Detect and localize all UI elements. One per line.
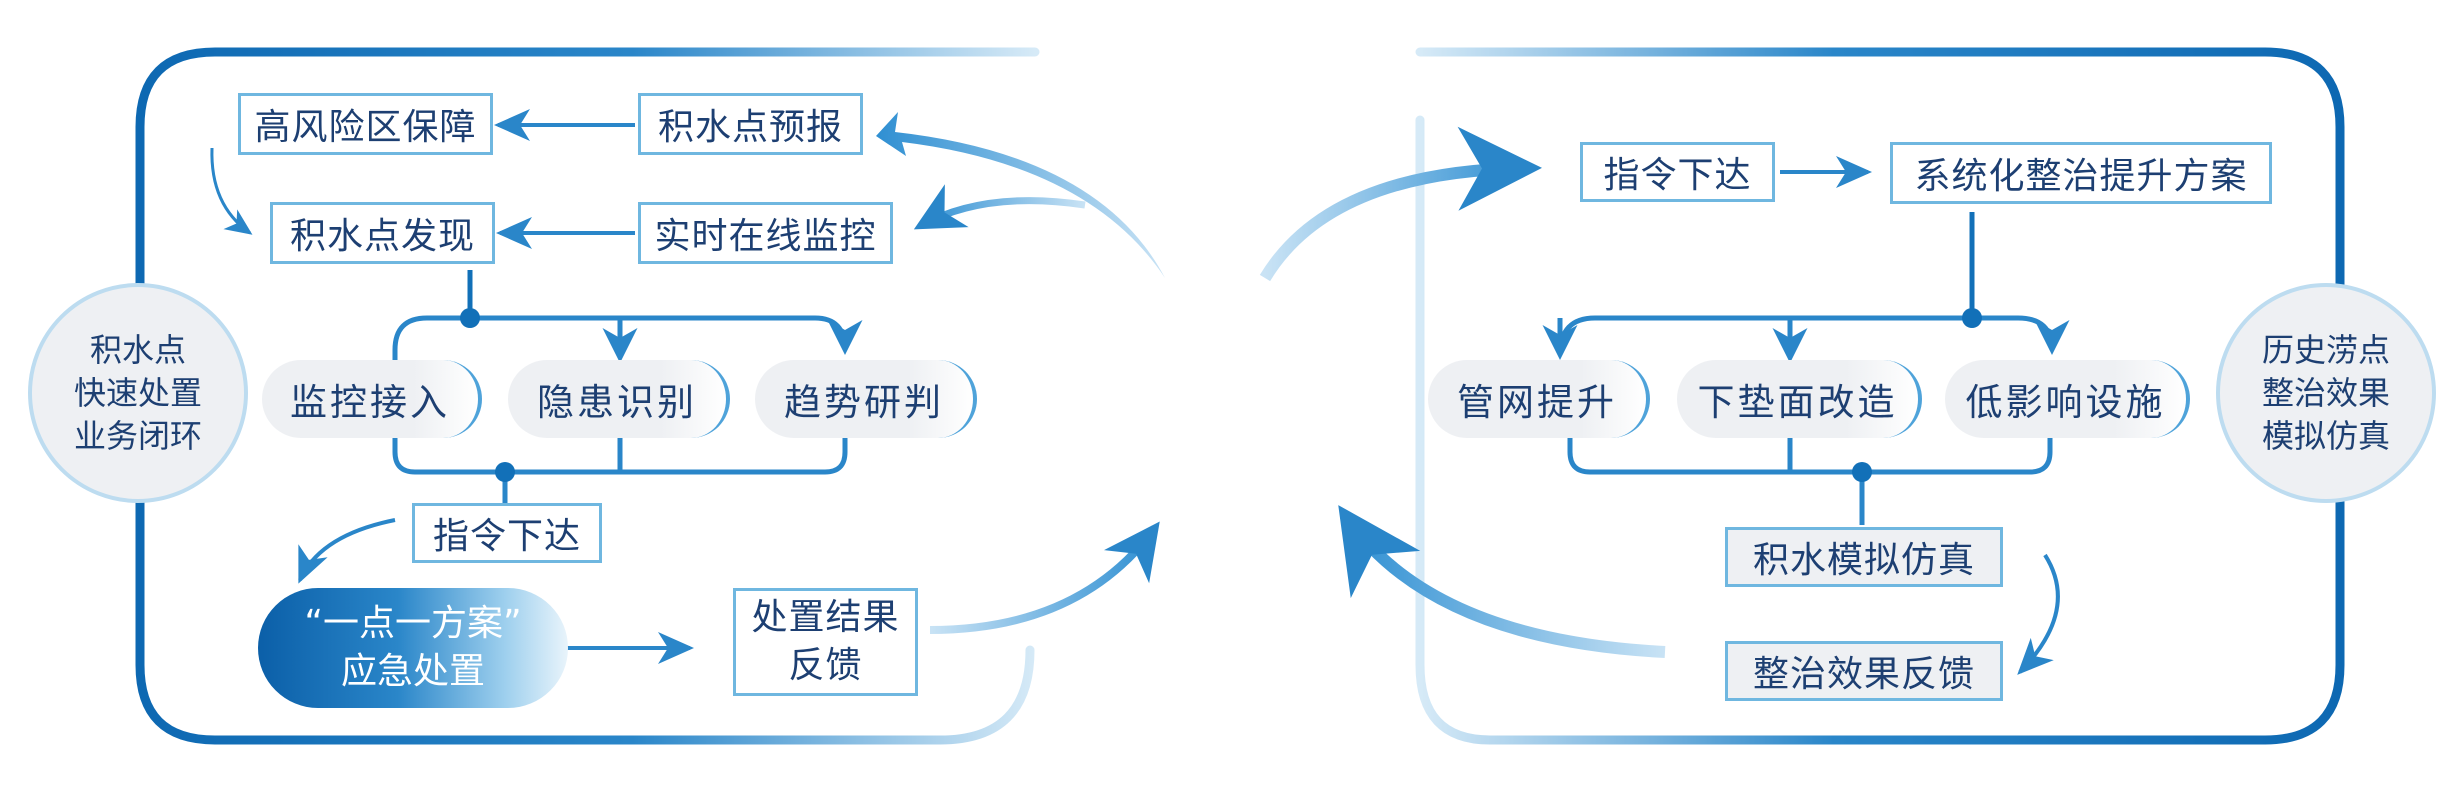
rectify-feedback-box: 整治效果反馈 xyxy=(1725,641,2003,701)
simulation-box: 积水模拟仿真 xyxy=(1725,527,2003,587)
forecast-box: 积水点预报 xyxy=(638,93,863,155)
monitor-online-box: 实时在线监控 xyxy=(638,202,893,264)
junction-dot xyxy=(1852,462,1872,482)
pill-hazard-identify: 隐患识别 xyxy=(508,360,730,438)
pill-pipe-upgrade: 管网提升 xyxy=(1428,360,1650,438)
left-command-box: 指令下达 xyxy=(412,503,602,563)
left-loop-circle: 积水点 快速处置 业务闭环 xyxy=(28,283,248,503)
left-circle-line-3: 业务闭环 xyxy=(73,416,202,455)
right-circle-line-2: 整治效果 xyxy=(2261,373,2390,412)
right-circle-line-3: 模拟仿真 xyxy=(2261,416,2390,455)
result-feedback-box: 处置结果 反馈 xyxy=(733,588,918,696)
discovery-box: 积水点发现 xyxy=(270,202,495,264)
high-risk-box: 高风险区保障 xyxy=(238,93,493,155)
left-circle-line-1: 积水点 xyxy=(89,330,186,369)
right-loop-circle: 历史涝点 整治效果 模拟仿真 xyxy=(2216,283,2436,503)
pill-low-impact-facility: 低影响设施 xyxy=(1945,360,2190,438)
result-feedback-line-1: 处置结果 xyxy=(751,597,900,638)
result-feedback-line-2: 反馈 xyxy=(788,645,863,686)
plan-box: 系统化整治提升方案 xyxy=(1890,142,2272,204)
emergency-pill: “一点一方案” 应急处置 xyxy=(258,588,568,708)
junction-dot xyxy=(1962,308,1982,328)
emergency-line-2: 应急处置 xyxy=(340,651,485,692)
right-command-box: 指令下达 xyxy=(1580,142,1775,202)
pill-surface-renovation: 下垫面改造 xyxy=(1677,360,1922,438)
pill-trend-analysis: 趋势研判 xyxy=(755,360,977,438)
pill-monitor-access: 监控接入 xyxy=(262,360,482,438)
emergency-line-1: “一点一方案” xyxy=(304,603,522,644)
junction-dot xyxy=(460,308,480,328)
right-circle-line-1: 历史涝点 xyxy=(2261,330,2390,369)
left-circle-line-2: 快速处置 xyxy=(73,373,202,412)
junction-dot xyxy=(495,462,515,482)
